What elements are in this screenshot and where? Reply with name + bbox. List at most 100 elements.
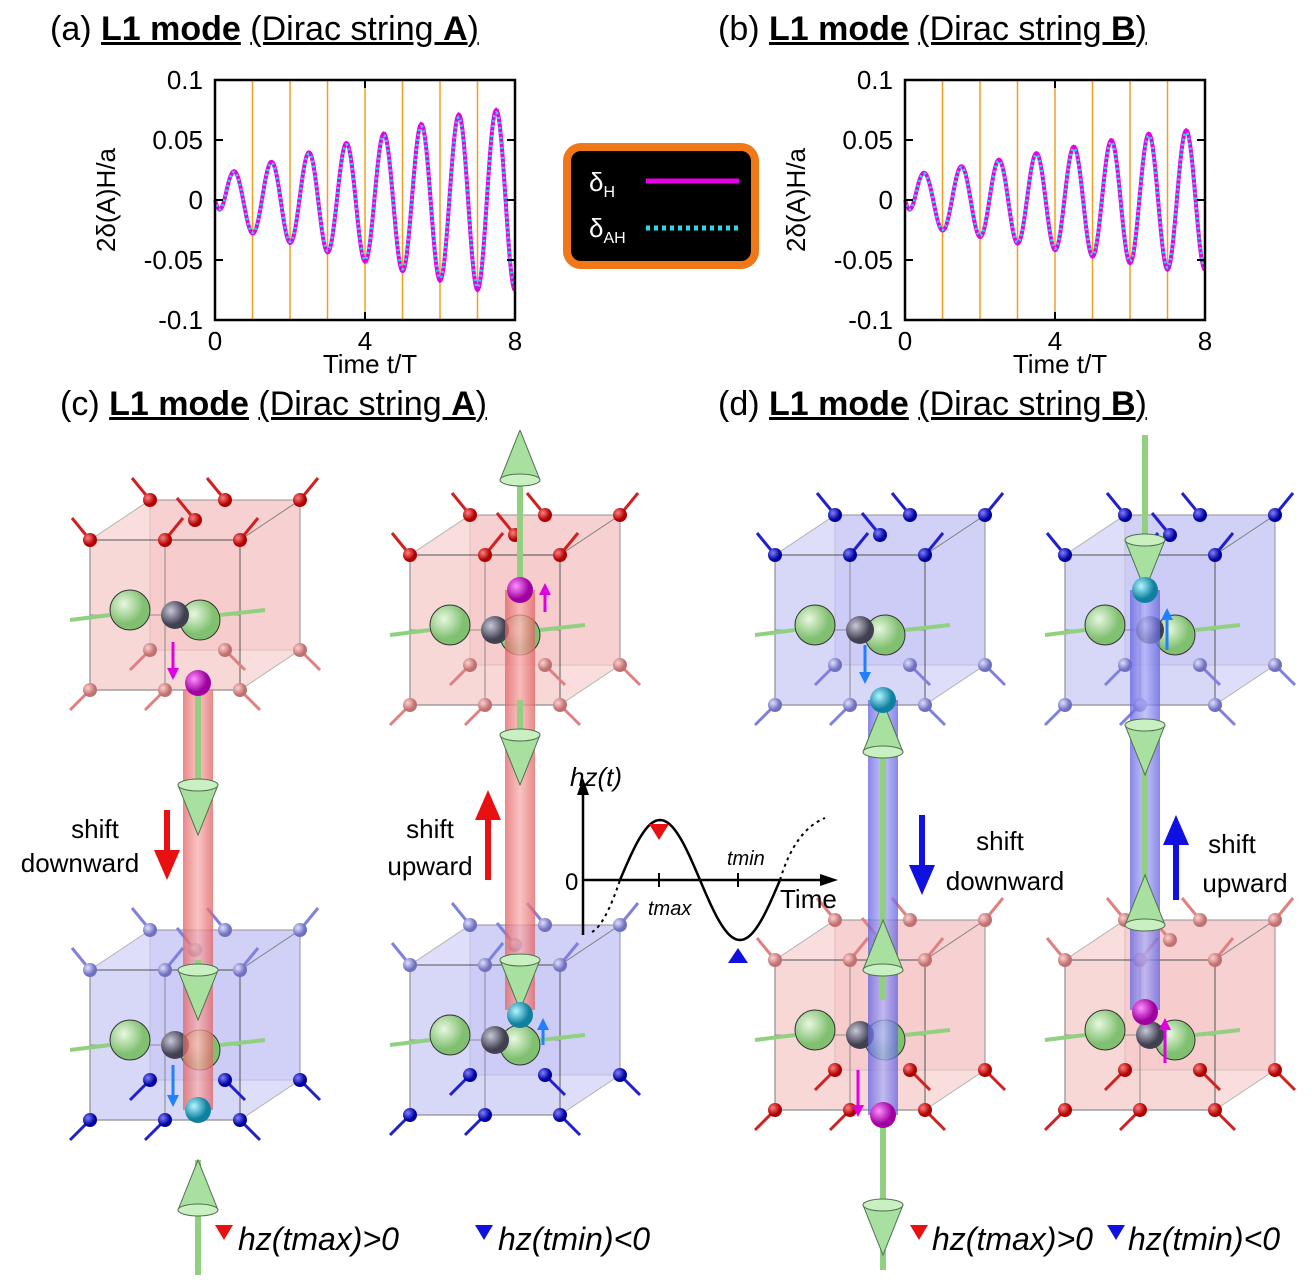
cone-base	[499, 473, 541, 487]
spin-sphere	[1058, 698, 1072, 712]
spin-sphere	[293, 1073, 307, 1087]
spin-sphere	[768, 698, 782, 712]
blue-triangle	[1107, 1225, 1125, 1240]
colored-sphere	[507, 1002, 533, 1028]
small-arrowhead	[1161, 608, 1173, 620]
shift-arrowhead	[1163, 815, 1189, 845]
inset-x-arrowhead	[820, 874, 838, 886]
spin-sphere	[828, 1063, 842, 1077]
x-tick-label: 0	[208, 326, 222, 356]
mode-label: L1 mode	[101, 10, 241, 48]
spin-sphere	[158, 963, 172, 977]
legend-h-label: δH	[589, 167, 615, 201]
spin-sphere	[1163, 528, 1177, 542]
cone-base	[177, 778, 219, 792]
mode-label: L1 mode	[769, 10, 909, 48]
cond-max: hz(tmax)>0	[932, 1221, 1093, 1257]
title-open: (Dirac string	[918, 10, 1111, 48]
inset-curve-dashed	[591, 879, 621, 933]
min-marker	[728, 948, 748, 963]
green-cone-base	[1084, 604, 1126, 646]
spin-sphere	[158, 533, 172, 547]
x-axis-label: Time t/T	[323, 349, 417, 379]
string-letter: A	[451, 385, 476, 423]
spin-sphere	[463, 1068, 477, 1082]
y-tick-label: -0.05	[144, 245, 203, 275]
small-arrowhead	[1159, 1018, 1171, 1030]
inset-y-arrowhead	[577, 778, 589, 795]
panel-a-title: (a) L1 mode (Dirac string A)	[50, 10, 479, 49]
series-line	[213, 107, 517, 293]
panel-b-title: (b) L1 mode (Dirac string B)	[718, 10, 1147, 49]
spin-sphere	[83, 963, 97, 977]
spin-sphere	[1058, 1103, 1072, 1117]
title-open: (Dirac string	[258, 385, 452, 423]
cone-base	[1124, 718, 1166, 732]
cone-stem	[1194, 1028, 1241, 1037]
legend-graphic: δH δAH	[589, 167, 739, 247]
x-tick-label: 4	[1048, 326, 1062, 356]
spin-sphere	[903, 913, 917, 927]
shift-label: shift	[976, 826, 1024, 856]
spin-sphere	[1058, 548, 1072, 562]
spin-sphere	[1163, 933, 1177, 947]
y-tick-label: -0.05	[834, 245, 893, 275]
cone-stem	[389, 1038, 431, 1047]
panel-label: (c)	[60, 385, 100, 423]
spin-sphere	[158, 683, 172, 697]
cone-base	[177, 963, 219, 977]
cone-stem	[1194, 623, 1241, 632]
spin-sphere	[553, 698, 567, 712]
spin-sphere	[83, 1113, 97, 1127]
y-tick-label: -0.1	[848, 305, 893, 335]
grey-sphere	[481, 1026, 509, 1054]
spin-sphere	[1193, 508, 1207, 522]
y-tick-label: 0	[879, 185, 893, 215]
cone-base	[499, 728, 541, 742]
string-letter: B	[1110, 10, 1136, 48]
small-arrowhead	[852, 1105, 864, 1117]
spin-sphere	[218, 923, 232, 937]
spin-sphere	[918, 953, 932, 967]
spin-sphere	[1208, 1103, 1222, 1117]
cone-base	[862, 745, 904, 759]
spin-sphere	[538, 918, 552, 932]
grey-sphere	[846, 1021, 874, 1049]
spin-sphere	[143, 643, 157, 657]
grey-sphere	[481, 616, 509, 644]
cone-base	[862, 1198, 904, 1212]
green-cone-base	[794, 1009, 836, 1051]
cone-stem	[754, 628, 796, 637]
spin-sphere	[903, 1063, 917, 1077]
upward-label: upward	[387, 851, 472, 881]
spin-sphere	[843, 548, 857, 562]
lower-illustration: shift downward shift upward shift downwa…	[21, 430, 1297, 1275]
spin-sphere	[978, 508, 992, 522]
colored-sphere	[870, 1102, 896, 1128]
mode-label: L1 mode	[109, 385, 249, 423]
y-tick-label: 0.1	[167, 65, 203, 95]
spin-sphere	[1118, 658, 1132, 672]
spin-sphere	[768, 1103, 782, 1117]
x-tick-label: 8	[1198, 326, 1212, 356]
spin-sphere	[828, 658, 842, 672]
y-tick-label: 0.05	[152, 125, 203, 155]
spin-sphere	[218, 1073, 232, 1087]
spin-sphere	[478, 958, 492, 972]
cone-stem	[69, 613, 111, 622]
small-arrowhead	[167, 1095, 179, 1107]
cone-stem	[69, 1043, 111, 1052]
grey-sphere	[161, 1031, 189, 1059]
cone-stem	[904, 623, 951, 632]
colored-sphere	[507, 577, 533, 603]
spin-sphere	[918, 1103, 932, 1117]
cone-base	[1124, 918, 1166, 932]
x-axis-label: Time t/T	[1013, 349, 1107, 379]
inset-curve-dashed	[779, 817, 826, 881]
cone-base	[862, 963, 904, 977]
downward-label: downward	[946, 866, 1065, 896]
title-close: )	[1135, 10, 1147, 48]
spin-sphere	[463, 658, 477, 672]
spin-sphere	[978, 1063, 992, 1077]
